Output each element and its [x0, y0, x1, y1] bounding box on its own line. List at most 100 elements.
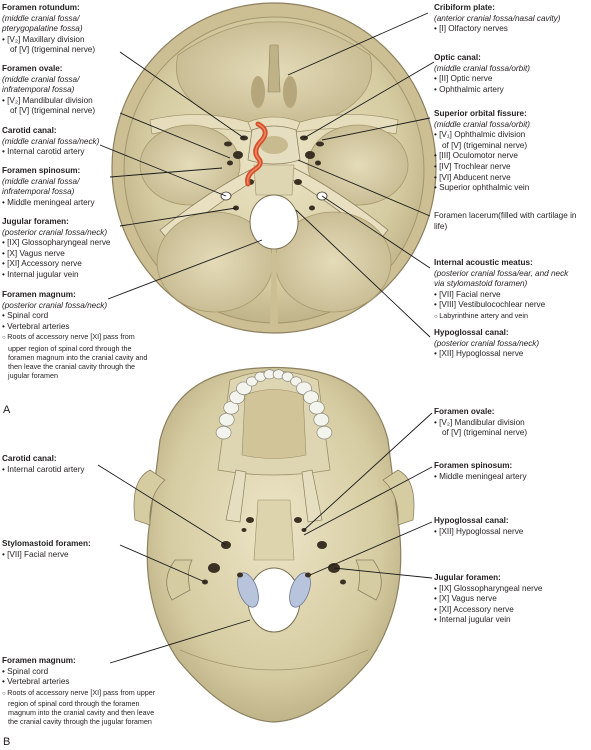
leader-foramen-lacerum: [297, 159, 431, 217]
label-title: Foramen magnum:: [2, 290, 76, 299]
superior-orbital-fissure-label: Superior orbital fissure:(middle cranial…: [434, 109, 590, 194]
label-item: Spinal cord: [2, 311, 152, 322]
label-text: Foramen lacerum: [434, 211, 499, 220]
label-title: Cribiform plate:: [434, 3, 495, 12]
label-note: Labyrinthine artery and vein: [434, 311, 590, 322]
leader-b-foramen-spinosum: [303, 466, 433, 536]
label-title: Foramen spinosum:: [434, 461, 513, 470]
label-subtitle: (middle cranial fossa/: [2, 176, 80, 186]
label-title: Foramen ovale:: [2, 64, 63, 73]
label-item: [III] Oculomotor nerve: [434, 151, 590, 162]
cranial-base-internal-view: [111, 2, 437, 334]
b-foramen-magnum-label: Foramen magnum:Spinal cordVertebral arte…: [2, 656, 157, 727]
tooth: [308, 401, 325, 415]
panel-letter-a: A: [3, 404, 11, 416]
label-item: Spinal cord: [2, 667, 157, 678]
tooth: [218, 412, 235, 427]
label-item: [V₂] Mandibular division: [2, 96, 127, 107]
cribriform-plate-label: Cribiform plate:(anterior cranial fossa/…: [434, 3, 590, 35]
tooth: [215, 425, 232, 440]
foramen-rotundum-label: Foramen rotundum:(middle cranial fossa/p…: [2, 3, 130, 56]
cranial-base-external-view: [133, 366, 415, 723]
leader-optic-canal: [303, 61, 435, 139]
label-item: Internal jugular vein: [434, 615, 590, 626]
label-item: Superior ophthalmic vein: [434, 183, 590, 194]
label-text: (filled with cartilage in life): [434, 211, 577, 231]
label-title: Jugular foramen:: [434, 573, 501, 582]
label-item: Internal carotid artery: [2, 465, 132, 476]
leader-hypoglossal-canal: [295, 209, 431, 338]
label-subtitle: (anterior cranial fossa/nasal cavity): [434, 13, 561, 23]
leader-b-jugular-foramen: [333, 567, 433, 579]
label-title: Carotid canal:: [2, 126, 57, 135]
label-subtitle: (posterior cranial fossa/neck): [2, 300, 108, 310]
label-title: Foramen spinosum:: [2, 166, 81, 175]
label-subtitle: (posterior cranial fossa/ear, and neck: [434, 268, 569, 278]
internal-acoustic-meatus-label: Internal acoustic meatus:(posterior cran…: [434, 258, 590, 322]
leader-foramen-ovale: [119, 112, 231, 159]
label-subtitle: (middle cranial fossa/neck): [2, 136, 100, 146]
foramen-magnum-label: Foramen magnum:(posterior cranial fossa/…: [2, 290, 152, 380]
tooth: [246, 376, 258, 387]
label-item: [XI] Accessory nerve: [434, 605, 590, 616]
hypoglossal-canal-label: Hypoglossal canal:(posterior cranial fos…: [434, 328, 590, 360]
carotid-canal-label: Carotid canal:(middle cranial fossa/neck…: [2, 126, 127, 158]
foramen-spinosum-label: Foramen spinosum:(middle cranial fossa/i…: [2, 166, 127, 208]
label-item: [XII] Hypoglossal nerve: [434, 527, 590, 538]
b-foramen-spinosum-label: Foramen spinosum: Middle meningeal artery: [434, 461, 590, 482]
label-item: [VIII] Vestibulocochlear nerve: [434, 300, 590, 311]
leader-jugular-foramen: [119, 207, 237, 227]
foramen-lacerum-label: Foramen lacerum(filled with cartilage in…: [434, 211, 590, 232]
b-foramen-ovale-label: Foramen ovale:[V₂] Mandibular divisionof…: [434, 407, 590, 439]
label-item: [IX] Glossopharyngeal nerve: [2, 238, 132, 249]
foramen-ovale-label: Foramen ovale:(middle cranial fossa/infr…: [2, 64, 127, 117]
label-item: [VI] Abducent nerve: [434, 173, 590, 184]
label-title: Hypoglossal canal:: [434, 516, 509, 525]
b-jugular-foramen-label: Jugular foramen: [IX] Glossopharyngeal ne…: [434, 573, 590, 626]
label-subtitle: via stylomastoid foramen): [434, 279, 528, 289]
label-subtitle: (posterior cranial fossa/neck): [434, 338, 540, 348]
label-subtitle: (middle cranial fossa/orbit): [434, 63, 531, 73]
label-subtitle: (middle cranial fossa/: [2, 13, 80, 23]
label-note: Roots of accessory nerve [XI] pass from …: [2, 688, 157, 727]
label-item: [VII] Facial nerve: [2, 550, 132, 561]
b-hypoglossal-canal-label: Hypoglossal canal: [XII] Hypoglossal nerv…: [434, 516, 590, 537]
label-item: of [V] (trigeminal nerve): [10, 106, 96, 116]
leader-lines: [97, 12, 435, 664]
leader-b-carotid-canal: [97, 464, 227, 546]
optic-canal-label: Optic canal:(middle cranial fossa/orbit)…: [434, 53, 590, 95]
label-note: Roots of accessory nerve [XI] pass from …: [2, 332, 152, 380]
b-stylomastoid-foramen-label: Stylomastoid foramen:[VII] Facial nerve: [2, 539, 132, 560]
tooth: [316, 425, 333, 440]
label-item: [V₂] Mandibular division: [434, 418, 590, 429]
label-item: [X] Vagus nerve: [2, 249, 132, 260]
label-item: [XII] Hypoglossal nerve: [434, 349, 590, 360]
label-item: Middle meningeal artery: [2, 198, 127, 209]
label-title: Optic canal:: [434, 53, 481, 62]
leader-internal-acoustic-meatus: [321, 195, 431, 269]
label-item: [I] Olfactory nerves: [434, 24, 590, 35]
leader-foramen-rotundum: [119, 51, 245, 139]
label-title: Foramen rotundum:: [2, 3, 80, 12]
b-carotid-canal-label: Carotid canal:Internal carotid artery: [2, 454, 132, 475]
tooth: [313, 412, 330, 427]
label-item: Vertebral arteries: [2, 677, 157, 688]
label-subtitle: (middle cranial fossa/: [2, 74, 80, 84]
leader-superior-orbital-fissure: [321, 117, 431, 141]
leader-b-hypoglossal-canal: [309, 521, 433, 576]
maxillary-teeth: [215, 369, 333, 440]
leader-b-stylomastoid-foramen: [119, 544, 206, 583]
label-item: Internal carotid artery: [2, 147, 127, 158]
leader-b-foramen-ovale: [303, 412, 433, 531]
label-item: Middle meningeal artery: [434, 472, 590, 483]
label-title: Superior orbital fissure:: [434, 109, 527, 118]
label-item: [IV] Trochlear nerve: [434, 162, 590, 173]
label-title: Hypoglossal canal:: [434, 328, 509, 337]
label-item: Internal jugular vein: [2, 270, 132, 281]
label-item: [IX] Glossopharyngeal nerve: [434, 584, 590, 595]
panel-letter-b: B: [3, 736, 11, 748]
label-subtitle: infratemporal fossa): [2, 187, 75, 197]
label-item: of [V] (trigeminal nerve): [442, 140, 528, 150]
label-subtitle: (middle cranial fossa/orbit): [434, 119, 531, 129]
